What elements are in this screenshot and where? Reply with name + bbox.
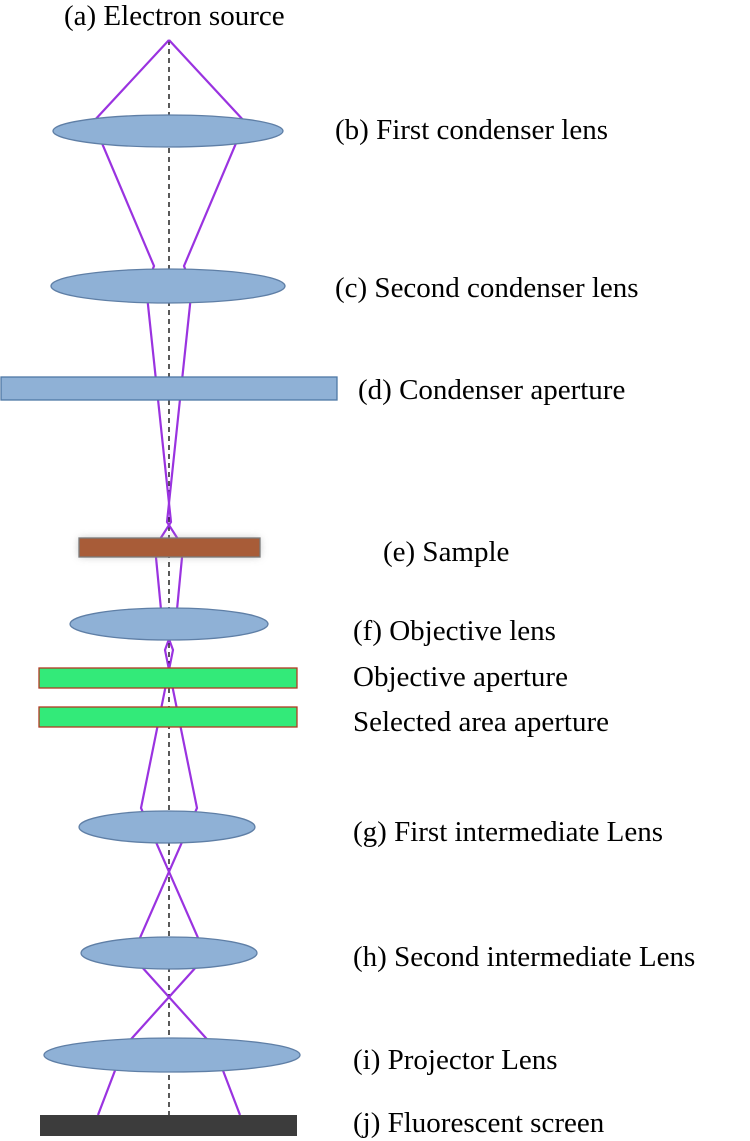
label-sample: (e) Sample (383, 536, 509, 568)
label-objective-aperture: Objective aperture (353, 661, 568, 693)
sample (78, 537, 261, 558)
objective-lens (69, 607, 269, 641)
label-projector-lens: (i) Projector Lens (353, 1044, 558, 1076)
label-electron-source: (a) Electron source (64, 0, 285, 32)
first-condenser-lens (52, 114, 284, 148)
label-second-condenser-lens: (c) Second condenser lens (335, 272, 639, 304)
fluorescent-screen (40, 1115, 297, 1136)
label-objective-lens: (f) Objective lens (353, 615, 556, 647)
objective-aperture (38, 667, 298, 689)
ray-right (130, 39, 247, 1116)
selected-area-aperture (38, 706, 298, 728)
ray-left (91, 39, 208, 1116)
label-first-condenser-lens: (b) First condenser lens (335, 114, 608, 146)
label-first-intermediate-lens: (g) First intermediate Lens (353, 816, 663, 848)
label-fluorescent-screen: (j) Fluorescent screen (353, 1107, 605, 1139)
condenser-aperture (0, 376, 338, 401)
label-condenser-aperture: (d) Condenser aperture (358, 374, 625, 406)
label-second-intermediate-lens: (h) Second intermediate Lens (353, 941, 695, 973)
second-intermediate-lens (80, 936, 258, 970)
first-intermediate-lens (78, 810, 256, 844)
second-condenser-lens (50, 268, 286, 304)
electron-ray-paths (91, 39, 247, 1116)
label-selected-area-aperture: Selected area aperture (353, 706, 609, 738)
projector-lens (43, 1037, 301, 1073)
